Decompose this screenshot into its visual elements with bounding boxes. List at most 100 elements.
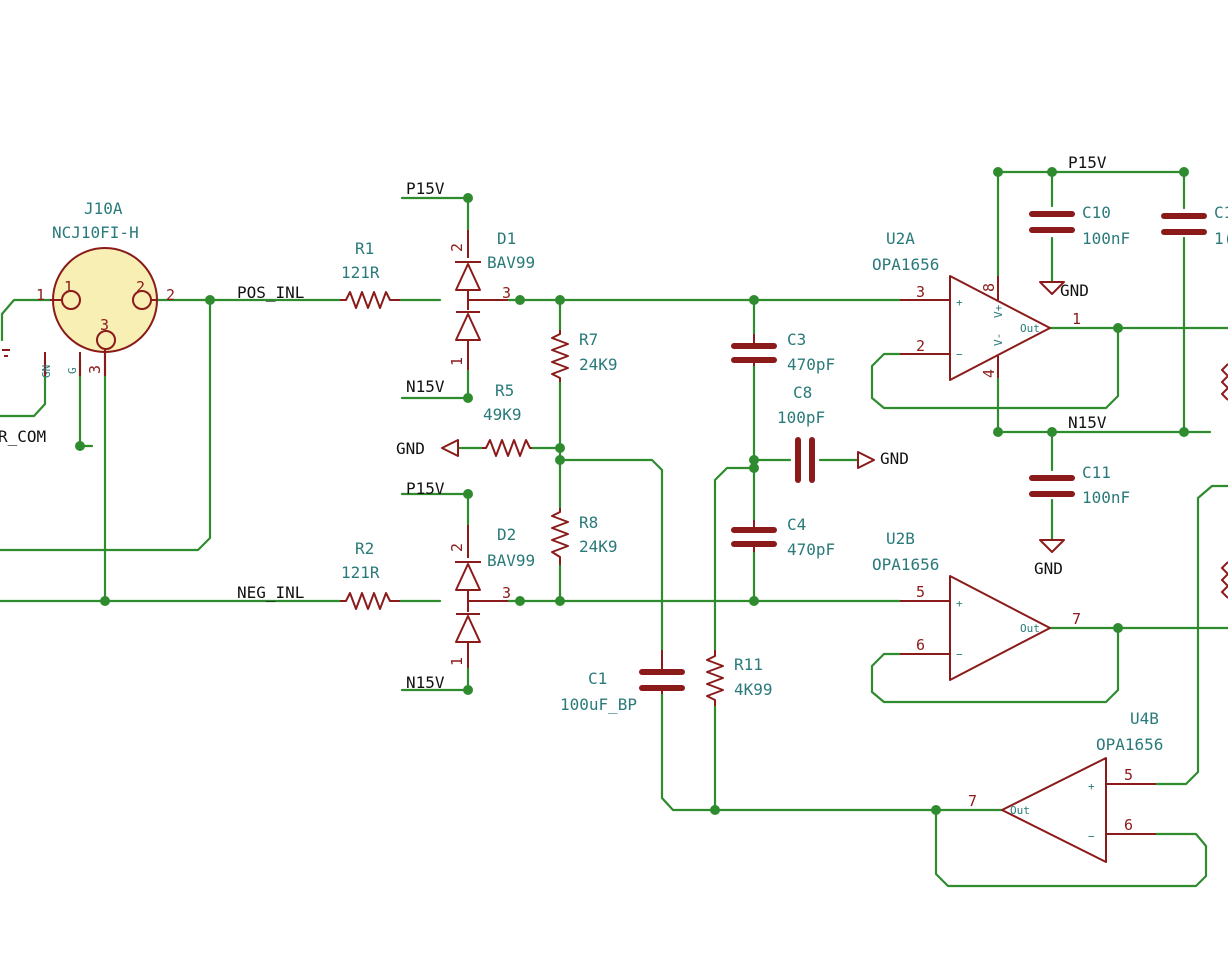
pin-number: 8 [980, 283, 998, 292]
pin-name: GN [40, 365, 53, 378]
net-label-pos-inl: POS_INL [237, 283, 304, 302]
capacitor-c10: C10 100nF [1029, 203, 1130, 248]
capacitor-value: 100nF [1082, 488, 1130, 507]
opamp-ref: U4B [1130, 709, 1159, 728]
gnd-symbol: GND [1034, 539, 1065, 578]
junction-dot [931, 805, 941, 815]
resistor-value: 121R [341, 563, 380, 582]
pin-number: 3 [100, 316, 109, 334]
net-labels: POS_INL NEG_INL R_COM P15V N15V P15V N15… [0, 153, 1107, 692]
junction-dot [555, 596, 565, 606]
vplus-label: V+ [992, 304, 1005, 318]
resistor-ref: R1 [355, 239, 374, 258]
capacitor-c8: C8 100pF [777, 383, 825, 483]
opamp-value: OPA1656 [872, 555, 939, 574]
net-label-p15v: P15V [406, 179, 445, 198]
capacitor-ref: C8 [793, 383, 812, 402]
pin-number: 3 [86, 365, 104, 374]
opamp-ref: U2B [886, 529, 915, 548]
net-label-pwr-com: R_COM [0, 427, 46, 446]
junction-dot [749, 455, 759, 465]
junction-dot [993, 427, 1003, 437]
junction-dot [555, 443, 565, 453]
junction-dot [555, 455, 565, 465]
junction-dot [463, 393, 473, 403]
pin-number: 6 [916, 636, 925, 654]
junction-dot [710, 805, 720, 815]
net-label-gnd: GND [396, 439, 425, 458]
pin-number: 5 [1124, 766, 1133, 784]
minus-symbol: − [956, 348, 963, 361]
resistor-ref: R2 [355, 539, 374, 558]
junction-dot [749, 295, 759, 305]
gnd-symbol: GND [1039, 281, 1089, 300]
junction-dot [463, 193, 473, 203]
pin-number: 3 [916, 283, 925, 301]
resistor-r5: R5 49K9 [482, 381, 532, 457]
pin-number: 3 [502, 584, 511, 602]
capacitor-ref: C3 [787, 330, 806, 349]
opamp-u2b: + − Out 5 6 7 U2B OPA1656 [872, 529, 1081, 681]
junction-dot [555, 295, 565, 305]
gnd-symbol: GND [396, 439, 459, 458]
pin-number: 2 [448, 243, 466, 252]
pin-number: 5 [916, 583, 925, 601]
resistor-r7: R7 24K9 [551, 330, 618, 382]
diode-d2: 2 1 3 D2 BAV99 [448, 525, 535, 668]
junction-dot [1047, 167, 1057, 177]
connector-j10a: J10A NCJ10FI-H 1 1 2 2 3 3 GN G [2, 199, 175, 378]
net-label-p15v: P15V [1068, 153, 1107, 172]
pin-number: 4 [980, 369, 998, 378]
plus-symbol: + [956, 296, 963, 309]
capacitor-ref: C11 [1082, 463, 1111, 482]
diode-value: BAV99 [487, 551, 535, 570]
resistor-value: 24K9 [579, 537, 618, 556]
capacitor-c11: C11 100nF [1029, 463, 1130, 507]
pin-name: G [66, 367, 79, 374]
pin-number: 7 [968, 792, 977, 810]
capacitor-value: 470pF [787, 355, 835, 374]
resistor-value: 49K9 [483, 405, 522, 424]
capacitor-value: 1( [1214, 229, 1228, 248]
partial-resistor-edge [1221, 363, 1228, 599]
resistor-value: 4K99 [734, 680, 773, 699]
connector-ref: J10A [84, 199, 123, 218]
pin-number: 2 [448, 543, 466, 552]
pin-number: 1 [36, 286, 45, 304]
output-label: Out [1010, 804, 1030, 817]
gnd-symbol: GND [857, 449, 909, 469]
junction-dot [100, 596, 110, 606]
resistor-value: 121R [341, 263, 380, 282]
junction-dot [515, 295, 525, 305]
junction-dot [75, 441, 85, 451]
pin-number: 3 [502, 284, 511, 302]
net-label-gnd: GND [1034, 559, 1063, 578]
net-label-n15v: N15V [1068, 413, 1107, 432]
pin-number: 6 [1124, 816, 1133, 834]
capacitor-ref: C1 [588, 669, 607, 688]
capacitor-c3: C3 470pF [731, 330, 835, 374]
resistor-ref: R5 [495, 381, 514, 400]
opamp-value: OPA1656 [1096, 735, 1163, 754]
net-label-gnd: GND [880, 449, 909, 468]
opamp-value: OPA1656 [872, 255, 939, 274]
net-label-n15v: N15V [406, 377, 445, 396]
net-label-p15v: P15V [406, 479, 445, 498]
junction-dot [1113, 323, 1123, 333]
resistor-r11: R11 4K99 [706, 650, 773, 706]
pin-number: 1 [64, 278, 73, 296]
junction-dot [463, 489, 473, 499]
wires [0, 170, 1228, 888]
vneg-label: V- [992, 333, 1005, 346]
pin-number: 1 [448, 657, 466, 666]
diode-d1: 2 1 3 D1 BAV99 [448, 229, 535, 370]
opamp-ref: U2A [886, 229, 915, 248]
net-label-gnd: GND [1060, 281, 1089, 300]
pin-number: 2 [166, 286, 175, 304]
capacitor-value: 100uF_BP [560, 695, 637, 714]
capacitor-c12: C1 1( [1161, 203, 1228, 248]
resistor-value: 24K9 [579, 355, 618, 374]
capacitor-value: 470pF [787, 540, 835, 559]
pin-number: 7 [1072, 610, 1081, 628]
